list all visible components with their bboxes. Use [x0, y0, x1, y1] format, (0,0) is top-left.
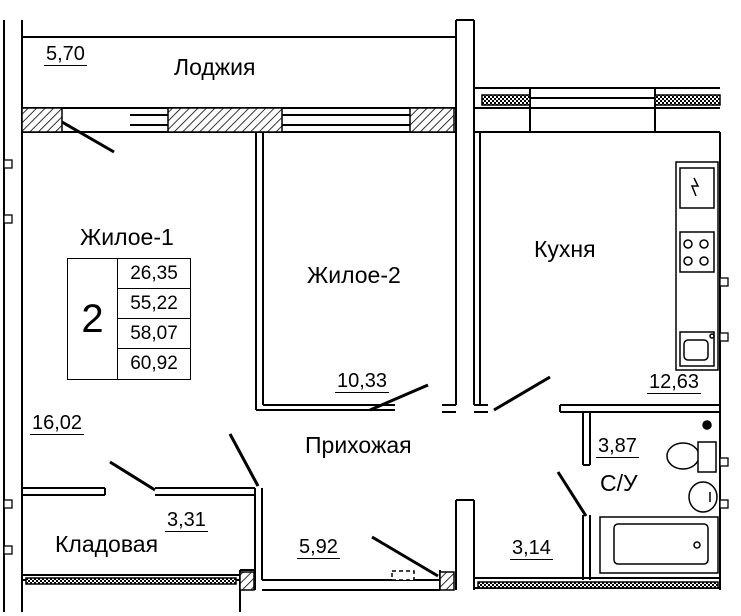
doors	[61, 120, 588, 578]
summary-area-2: 55,22	[118, 289, 190, 319]
living2-area: 10,33	[335, 370, 390, 393]
rooms-count: 2	[68, 259, 118, 379]
kitchen-label: Кухня	[534, 236, 596, 262]
door-entrance	[371, 535, 439, 578]
door-loggia	[61, 120, 115, 154]
summary-area-1: 26,35	[118, 259, 190, 289]
hallway-area: 5,92	[297, 536, 340, 559]
door-storage	[109, 460, 156, 492]
door-living1	[228, 433, 260, 487]
loggia-label: Лоджия	[174, 54, 256, 80]
bathroom-fixtures	[599, 420, 719, 574]
entrance-marker	[391, 570, 415, 581]
corridor-area: 3,14	[510, 537, 553, 560]
door-kitchen	[493, 375, 551, 412]
living1-area: 16,02	[30, 412, 85, 435]
hallway-label: Прихожая	[305, 432, 412, 458]
toilet-icon	[666, 442, 700, 470]
stove-icon	[679, 231, 715, 273]
fridge-icon	[679, 167, 715, 209]
kitchen-area: 12,63	[647, 371, 702, 394]
washbasin-icon	[688, 481, 718, 513]
summary-area-4: 60,92	[130, 353, 178, 374]
living2-label: Жилое-2	[307, 262, 401, 288]
area-summary-table: 2 26,35 55,22 58,07 60,92	[67, 258, 191, 380]
storage-area: 3,31	[165, 509, 208, 532]
door-bathroom	[556, 471, 588, 517]
bathroom-area: 3,87	[596, 435, 639, 458]
drain-icon	[702, 420, 712, 430]
loggia-area: 5,70	[44, 43, 87, 66]
storage-label: Кладовая	[55, 531, 159, 557]
living1-label: Жилое-1	[80, 224, 174, 250]
summary-area-3: 58,07	[118, 319, 190, 349]
kitchen-fixtures	[675, 161, 719, 371]
door-living2	[369, 383, 429, 412]
bathroom-label: С/У	[600, 470, 638, 496]
